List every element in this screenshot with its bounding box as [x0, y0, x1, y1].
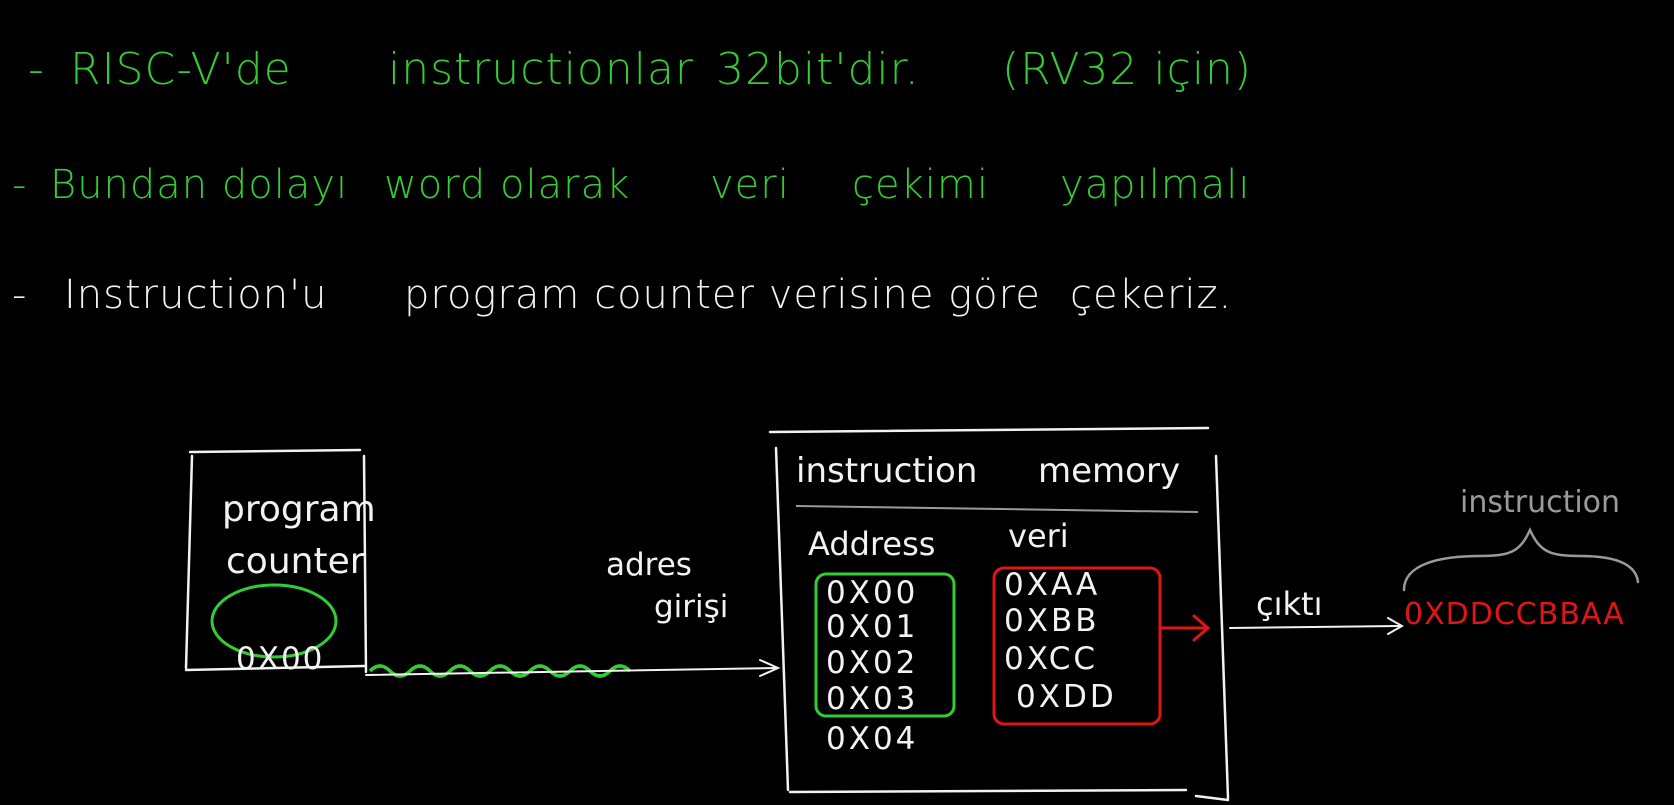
pc-title-line1: program	[222, 489, 376, 530]
memory-title: instruction	[796, 451, 978, 491]
address-header: Address	[808, 525, 936, 563]
address-highlight	[814, 572, 956, 718]
program-counter-box	[184, 448, 368, 674]
data-cell: 0XDD	[1016, 679, 1117, 715]
note-text: program counter verisine göre	[404, 272, 1041, 318]
brace-label: instruction	[1460, 485, 1621, 520]
note-text: Instruction'u	[64, 272, 328, 318]
data-cell: 0XCC	[1004, 641, 1098, 677]
address-cell: 0X02	[826, 645, 919, 681]
instruction-memory-box	[768, 426, 1230, 802]
bullet: -	[28, 44, 45, 95]
bullet: -	[12, 162, 28, 208]
note-text: veri	[710, 162, 790, 208]
address-cell: 0X04	[826, 721, 919, 757]
address-input-label: adres	[606, 547, 692, 583]
address-input-label: girişi	[654, 589, 729, 625]
data-cell: 0XBB	[1004, 603, 1100, 639]
address-cell: 0X01	[826, 609, 919, 645]
pc-value-highlight	[210, 583, 338, 659]
address-arrow	[365, 659, 781, 677]
address-signal-wave	[368, 664, 632, 678]
bullet: -	[12, 272, 28, 318]
data-cell: 0XAA	[1004, 567, 1101, 603]
data-header: veri	[1008, 517, 1069, 555]
note-text: 32bit'dir.	[716, 44, 920, 95]
output-arrow	[1229, 617, 1405, 635]
note-text: çekimi	[852, 162, 989, 208]
pc-value: 0X00	[236, 641, 325, 677]
data-out-arrow	[1160, 614, 1211, 642]
note-text: yapılmalı	[1060, 162, 1251, 208]
address-cell: 0X03	[826, 681, 919, 717]
data-highlight	[992, 566, 1162, 726]
output-value: 0XDDCCBBAA	[1404, 597, 1625, 632]
note-text: instructionlar	[388, 44, 695, 95]
instruction-brace	[1402, 526, 1640, 592]
address-cell: 0X00	[826, 575, 919, 611]
memory-title-divider	[795, 505, 1199, 513]
note-text: Bundan dolayı	[50, 162, 349, 208]
output-label: çıktı	[1256, 585, 1323, 623]
note-text: (RV32 için)	[1002, 44, 1253, 95]
pc-title-line2: counter	[226, 541, 365, 582]
note-text: word olarak	[384, 162, 631, 208]
note-text: çekeriz.	[1070, 272, 1233, 318]
memory-title: memory	[1038, 451, 1181, 491]
note-text: RISC-V'de	[70, 44, 292, 95]
